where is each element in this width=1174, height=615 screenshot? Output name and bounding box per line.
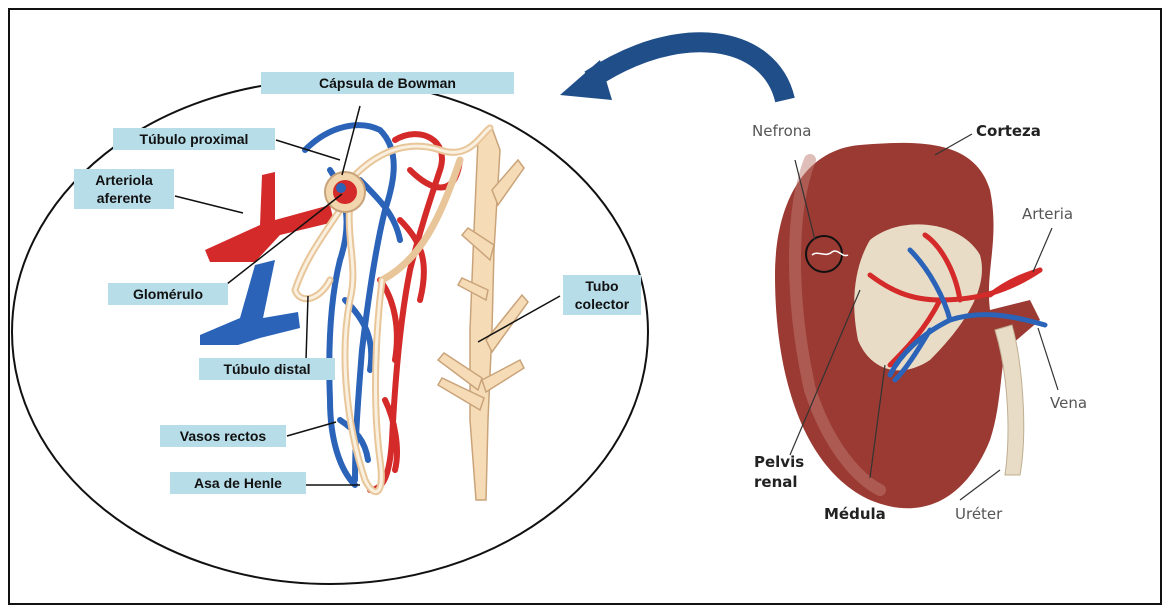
label-ureter: Uréter <box>955 505 1002 523</box>
label-vasos-rectos: Vasos rectos <box>160 425 286 447</box>
label-pelvis-renal: Pelvis renal <box>754 452 814 492</box>
label-vena: Vena <box>1050 394 1087 412</box>
label-glomerulo: Glomérulo <box>108 283 228 305</box>
label-tubo-colector: Tubo colector <box>563 275 641 315</box>
label-arteria: Arteria <box>1022 205 1073 223</box>
label-medula: Médula <box>824 505 886 523</box>
label-tubulo-proximal: Túbulo proximal <box>113 128 275 150</box>
curved-arrow <box>560 42 785 100</box>
glomerulus <box>325 172 365 212</box>
label-tubulo-distal: Túbulo distal <box>199 358 335 380</box>
label-nefrona: Nefrona <box>752 122 811 140</box>
label-arteriola-aferente: Arteriola aferente <box>74 169 174 209</box>
kidney <box>775 143 1045 508</box>
label-asa-henle: Asa de Henle <box>170 472 306 494</box>
label-corteza: Corteza <box>976 122 1041 140</box>
label-capsula-bowman: Cápsula de Bowman <box>261 72 514 94</box>
